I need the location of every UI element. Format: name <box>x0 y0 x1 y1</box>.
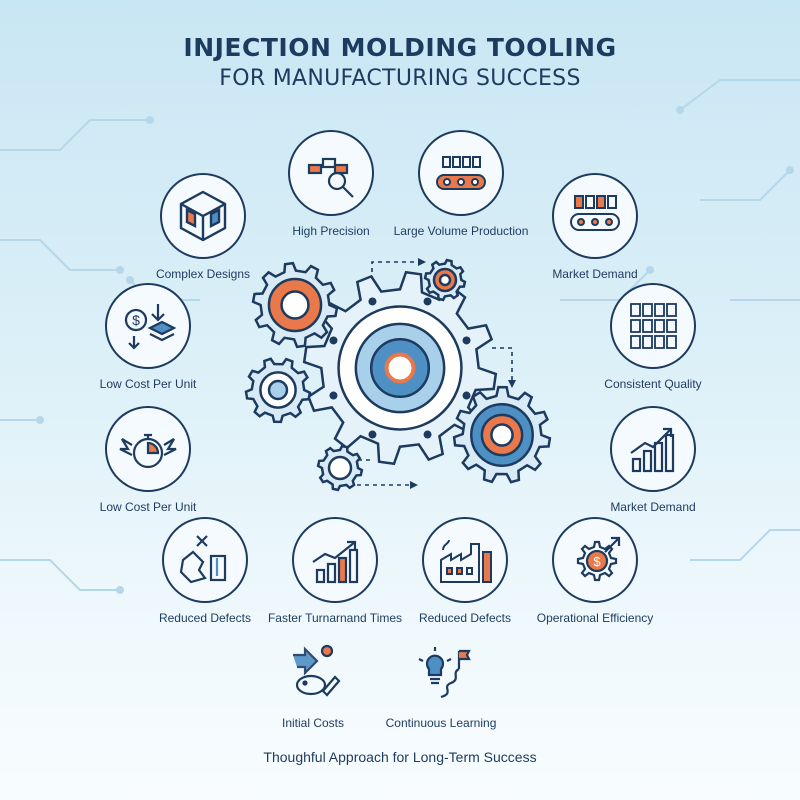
boxes-grid-icon <box>630 303 677 349</box>
benefit-node: Low Cost Per Unit <box>73 406 223 515</box>
benefit-label: Market Demand <box>552 267 638 281</box>
gear-dollar-icon: $ <box>576 536 621 582</box>
icon-circle <box>288 130 374 216</box>
benefit-label: High Precision <box>292 224 370 238</box>
piggy-bank-icon <box>293 644 341 697</box>
benefit-node: Market Demand <box>578 406 728 515</box>
icon-circle <box>418 130 504 216</box>
icon-circle <box>270 628 356 714</box>
connector-bottom <box>351 459 410 486</box>
benefit-label: Low Cost Per Unit <box>99 500 197 514</box>
svg-text:$: $ <box>132 312 140 328</box>
bottom-small-gear <box>316 444 364 492</box>
benefit-node: $ Operational Efficiency <box>520 517 670 626</box>
icon-circle <box>610 406 696 492</box>
gear-bolt <box>462 391 471 400</box>
icon-circle <box>422 517 508 603</box>
benefit-label: Large Volume Production <box>393 224 529 238</box>
benefit-node: $ Low Cost Per Unit <box>73 283 223 392</box>
conveyor-crates-icon <box>570 195 620 231</box>
benefit-label: Faster Turnarnand Times <box>267 611 403 625</box>
benefit-label: Continuous Learning <box>385 716 497 730</box>
icon-circle: $ <box>552 517 638 603</box>
growth-chart-icon <box>630 427 675 473</box>
benefit-label: Consistent Quality <box>604 377 702 391</box>
upper-left-gear <box>251 261 339 349</box>
icon-circle <box>160 173 246 259</box>
gear-bolt <box>368 430 377 439</box>
benefit-label: Reduced Defects <box>158 611 252 625</box>
benefit-label: Initial Costs <box>281 716 345 730</box>
icon-circle <box>105 406 191 492</box>
benefit-node: Consistent Quality <box>578 283 728 392</box>
icon-circle <box>398 628 484 714</box>
gear-bolt <box>329 391 338 400</box>
central-gear-cluster <box>244 258 552 492</box>
main-gear <box>302 270 498 466</box>
benefit-node: Reduced Defects <box>390 517 540 626</box>
benefit-node: Continuous Learning <box>366 628 516 731</box>
lightbulb-path-icon <box>418 647 471 699</box>
gear-bolt <box>423 297 432 306</box>
benefit-node: Initial Costs <box>238 628 388 731</box>
trend-up-chart-icon <box>312 540 359 584</box>
top-small-gear <box>423 258 467 302</box>
benefit-label: Reduced Defects <box>418 611 512 625</box>
factory-icon <box>440 539 492 583</box>
gear-bolt <box>329 336 338 345</box>
benefit-label: Complex Designs <box>155 267 251 281</box>
gear-bolt <box>462 336 471 345</box>
dollar-stack-icon: $ <box>124 304 177 350</box>
page-title: INJECTION MOLDING TOOLING <box>183 33 617 62</box>
winged-stopwatch-icon <box>119 433 177 469</box>
broken-part-icon <box>179 535 227 584</box>
gear-bolt <box>368 297 377 306</box>
benefit-label: Market Demand <box>610 500 696 514</box>
conveyor-icon <box>436 156 486 190</box>
left-gear <box>244 357 312 424</box>
benefit-label: Operational Efficiency <box>536 611 654 625</box>
connector-right <box>492 347 513 380</box>
svg-text:$: $ <box>593 554 601 569</box>
cube-icon <box>179 190 227 242</box>
icon-circle <box>610 283 696 369</box>
magnifier-parts-icon <box>307 157 354 198</box>
benefit-node: Market Demand <box>520 173 670 282</box>
right-gear <box>452 385 552 484</box>
benefit-node: Reduced Defects <box>130 517 280 626</box>
footer-tagline: Thoughful Approach for Long-Term Success <box>263 749 537 765</box>
benefit-node: High Precision <box>256 130 406 239</box>
icon-circle <box>162 517 248 603</box>
icon-circle <box>292 517 378 603</box>
benefit-node: Faster Turnarnand Times <box>260 517 410 626</box>
benefit-node: Large Volume Production <box>386 130 536 239</box>
icon-circle: $ <box>105 283 191 369</box>
page-subtitle: FOR MANUFACTURING SUCCESS <box>219 66 581 91</box>
icon-circle <box>552 173 638 259</box>
gear-bolt <box>423 430 432 439</box>
benefit-node: Complex Designs <box>128 173 278 282</box>
benefit-label: Low Cost Per Unit <box>99 377 197 391</box>
